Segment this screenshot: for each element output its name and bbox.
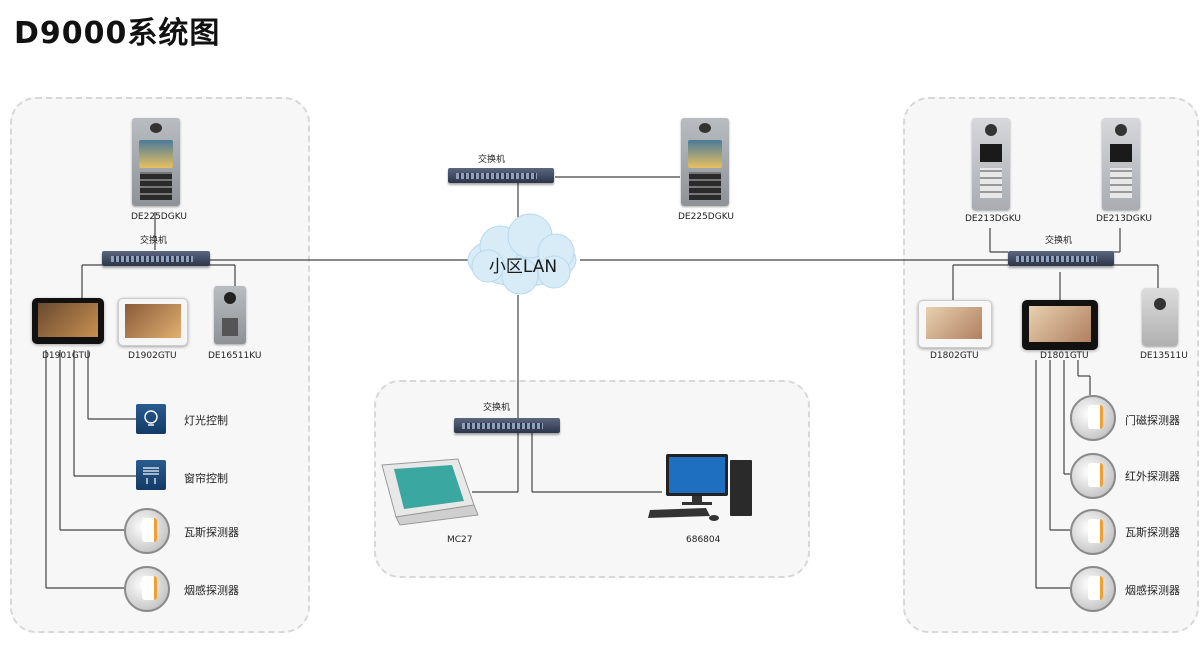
diagram-title: D9000系统图 [14, 16, 221, 51]
switch-left [102, 251, 210, 266]
smoke-detector-left-label: 烟感探测器 [184, 584, 239, 597]
lan-label: 小区LAN [488, 257, 558, 277]
screen [38, 303, 98, 337]
doorbell-de16511ku-label: DE16511KU [208, 351, 262, 361]
switch-center-top [448, 168, 554, 183]
infrared-detector-icon [1070, 453, 1116, 499]
light-control-label: 灯光控制 [184, 414, 228, 427]
door-magnet-detector-icon [1070, 395, 1116, 441]
outdoor-station-left [132, 118, 180, 206]
outdoor-right-1-label: DE213DGKU [965, 214, 1021, 224]
gas-detector-left-icon [124, 508, 170, 554]
screen [125, 304, 181, 338]
outdoor-station-right-1 [972, 118, 1010, 210]
smoke-detector-left-icon [124, 566, 170, 612]
gas-detector-right-label: 瓦斯探测器 [1125, 526, 1180, 539]
keypad-icon [689, 172, 721, 200]
doorbell-de16511ku [214, 286, 246, 344]
light-control-icon [136, 404, 166, 434]
monitor-d1902gtu-label: D1902GTU [128, 351, 177, 361]
switch-left-label: 交换机 [140, 236, 168, 246]
doorbell-de13511u-label: DE13511U [1140, 351, 1188, 361]
outdoor-station-right-2 [1102, 118, 1140, 210]
screen [1110, 144, 1132, 162]
smoke-detector-right-label: 烟感探测器 [1125, 584, 1180, 597]
monitor-d1901gtu-label: D1901GTU [42, 351, 91, 361]
bulb-icon [144, 410, 158, 426]
686804-label: 686804 [686, 535, 721, 545]
curtain-icon [143, 467, 159, 484]
doorbell-de13511u [1142, 288, 1178, 346]
keypad-icon [1110, 168, 1132, 198]
monitor-d1802gtu-label: D1802GTU [930, 351, 979, 361]
curtain-control-icon [136, 460, 166, 490]
switch-center-top-label: 交换机 [478, 155, 506, 165]
keypad-icon [222, 318, 238, 336]
outdoor-center-label: DE225DGKU [678, 212, 734, 222]
screen [688, 140, 722, 168]
management-console-icon [381, 458, 479, 526]
monitor-d1902gtu [118, 298, 188, 346]
monitor-d1802gtu [918, 300, 992, 348]
camera-icon [224, 292, 236, 304]
gas-detector-left-label: 瓦斯探测器 [184, 526, 239, 539]
infrared-detector-label: 红外探测器 [1125, 470, 1180, 483]
switch-right [1008, 251, 1114, 266]
computer-icon [648, 454, 752, 521]
monitor-d1801gtu [1022, 300, 1098, 350]
screen [926, 307, 982, 339]
switch-center-bottom [454, 418, 560, 433]
screen [1029, 306, 1091, 342]
curtain-control-label: 窗帘控制 [184, 472, 228, 485]
smoke-detector-right-icon [1070, 566, 1116, 612]
camera-icon [1115, 124, 1127, 136]
right-panel [903, 97, 1199, 633]
screen [139, 140, 173, 168]
camera-icon [1154, 298, 1166, 310]
mc27-label: MC27 [447, 535, 473, 545]
keypad-icon [980, 168, 1002, 198]
door-magnet-detector-label: 门磁探测器 [1125, 414, 1180, 427]
switch-center-bottom-label: 交换机 [483, 403, 511, 413]
monitor-d1901gtu [32, 298, 104, 344]
screen [980, 144, 1002, 162]
monitor-d1801gtu-label: D1801GTU [1040, 351, 1089, 361]
camera-icon [699, 123, 711, 133]
switch-right-label: 交换机 [1045, 236, 1073, 246]
keypad-icon [140, 172, 172, 200]
camera-icon [150, 123, 162, 133]
outdoor-right-2-label: DE213DGKU [1096, 214, 1152, 224]
gas-detector-right-icon [1070, 509, 1116, 555]
lan-cloud-icon [467, 213, 577, 295]
camera-icon [985, 124, 997, 136]
outdoor-left-label: DE225DGKU [131, 212, 187, 222]
outdoor-station-center [681, 118, 729, 206]
